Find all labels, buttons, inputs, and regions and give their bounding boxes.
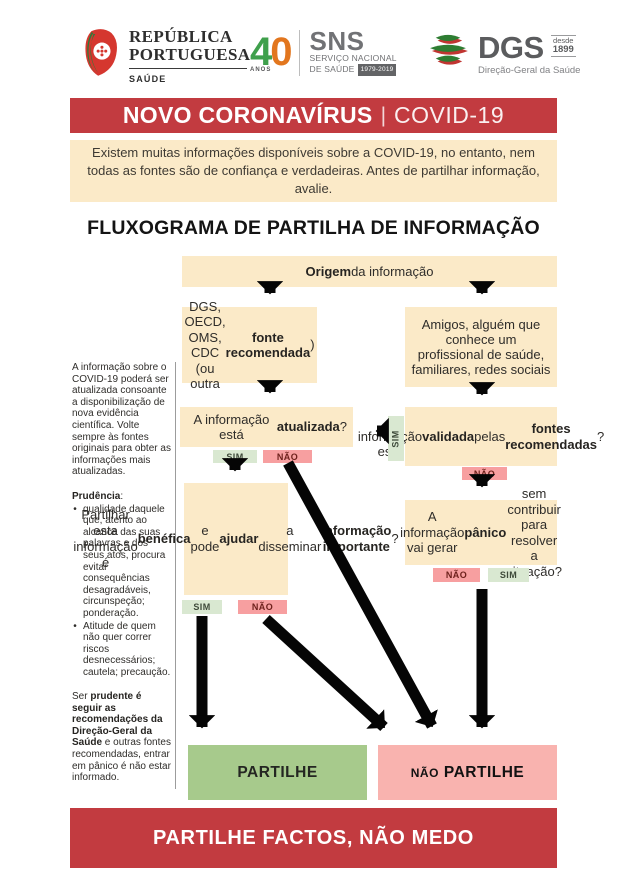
banner-title: NOVO CORONAVÍRUS — [122, 102, 373, 128]
dgs-acronym: DGS — [478, 30, 544, 65]
partilhe-word: PARTILHE — [443, 763, 525, 781]
sidebar-divider-line — [175, 362, 176, 789]
outcome-nao-partilhe: NÃO PARTILHE — [378, 745, 557, 800]
dgs-since-year: 1899 — [552, 44, 574, 55]
dgs-text-block: DGS desde 1899 Direção-Geral da Saúde — [478, 30, 581, 76]
chip-sim-benefica: SIM — [182, 600, 222, 614]
flow-box-question-validada: A informação está validada pelas fontes … — [358, 407, 604, 466]
flow-box-question-atualizada: A informação está atualizada? — [180, 407, 353, 447]
flow-box-source-informal: Amigos, alguém que conhece um profission… — [405, 307, 557, 387]
dgs-since-label: desde — [553, 36, 574, 45]
banner-subtitle: COVID-19 — [394, 102, 505, 128]
sidebar-note-update: A informação sobre o COVID-19 poderá ser… — [72, 362, 171, 478]
chip-nao-benefica: NÃO — [238, 600, 287, 614]
dgs-logo: DGS desde 1899 Direção-Geral da Saúde — [426, 30, 581, 76]
sns-subtitle-1: SERVIÇO NACIONAL — [309, 53, 397, 63]
gov-line2: PORTUGUESA — [129, 45, 251, 64]
flowchart-title: FLUXOGRAMA DE PARTILHA DE INFORMAÇÃO — [87, 217, 540, 239]
digit-4: 4 — [250, 30, 272, 74]
chip-sim-atualizada: SIM — [213, 450, 257, 463]
anos-label: ANOS — [250, 67, 272, 73]
title-banner: NOVO CORONAVÍRUS | COVID-19 — [70, 98, 557, 133]
bullet-dot: • — [73, 620, 77, 632]
chip-nao-validada: NÃO — [462, 467, 507, 480]
bullet-dot: • — [73, 503, 77, 515]
intro-box: Existem muitas informações disponíveis s… — [70, 140, 557, 202]
prudencia-bullet-1: • qualidade daquele que, atento ao alcan… — [73, 503, 166, 619]
dgs-subtitle: Direção-Geral da Saúde — [478, 65, 581, 76]
gov-department: SAÚDE — [129, 74, 167, 84]
flow-box-question-panico: A informação vai gerar pânico sem contri… — [400, 486, 562, 579]
nao-prefix: NÃO — [410, 765, 439, 780]
gov-rule — [129, 68, 247, 69]
chip-sim-validada-vertical: SIM — [388, 416, 404, 461]
flow-box-question-benefica: Partilhar esta informação é benéfica e p… — [73, 483, 399, 595]
chip-nao-panico: NÃO — [433, 568, 480, 582]
sns-years-badge: 1979-2019 — [357, 63, 397, 76]
banner-separator: | — [380, 103, 387, 127]
flow-box-source-official: DGS, OECD, OMS, CDC (ou outra fonte reco… — [182, 299, 317, 391]
outcome-partilhe: PARTILHE — [188, 745, 367, 800]
sidebar-note-prudente: Ser prudente é seguir as recomendações d… — [72, 691, 171, 784]
sidebar-note-prudencia: Prudência: • qualidade daquele que, aten… — [72, 491, 171, 679]
sns-40-number: 40 ANOS — [250, 30, 293, 74]
gov-line1: REPÚBLICA — [129, 27, 233, 46]
intro-text: Existem muitas informações disponíveis s… — [87, 145, 540, 196]
sns-divider — [298, 30, 300, 76]
prudencia-title: Prudência: — [72, 491, 124, 502]
chip-nao-atualizada: NÃO — [263, 450, 312, 463]
dgs-globe-icon — [430, 34, 468, 65]
prudencia-bullet-2: • Atitude de quem não quer correr riscos… — [73, 620, 171, 678]
dgs-since-badge: desde 1899 — [550, 35, 576, 57]
gov-logo-text: REPÚBLICA PORTUGUESA SAÚDE — [129, 28, 250, 84]
digit-0: 0 — [270, 30, 292, 74]
arrow-benefica-nao-to-nao-partilhe — [262, 614, 388, 732]
flow-box-origem: Origem da informação — [182, 256, 557, 287]
footer-banner: PARTILHE FACTOS, NÃO MEDO — [70, 808, 557, 868]
portuguese-republic-emblem-icon — [85, 29, 117, 76]
sns-acronym: SNS — [309, 26, 365, 56]
republica-portuguesa-logo: REPÚBLICA PORTUGUESA SAÚDE — [82, 28, 250, 84]
chip-sim-panico: SIM — [488, 568, 529, 582]
